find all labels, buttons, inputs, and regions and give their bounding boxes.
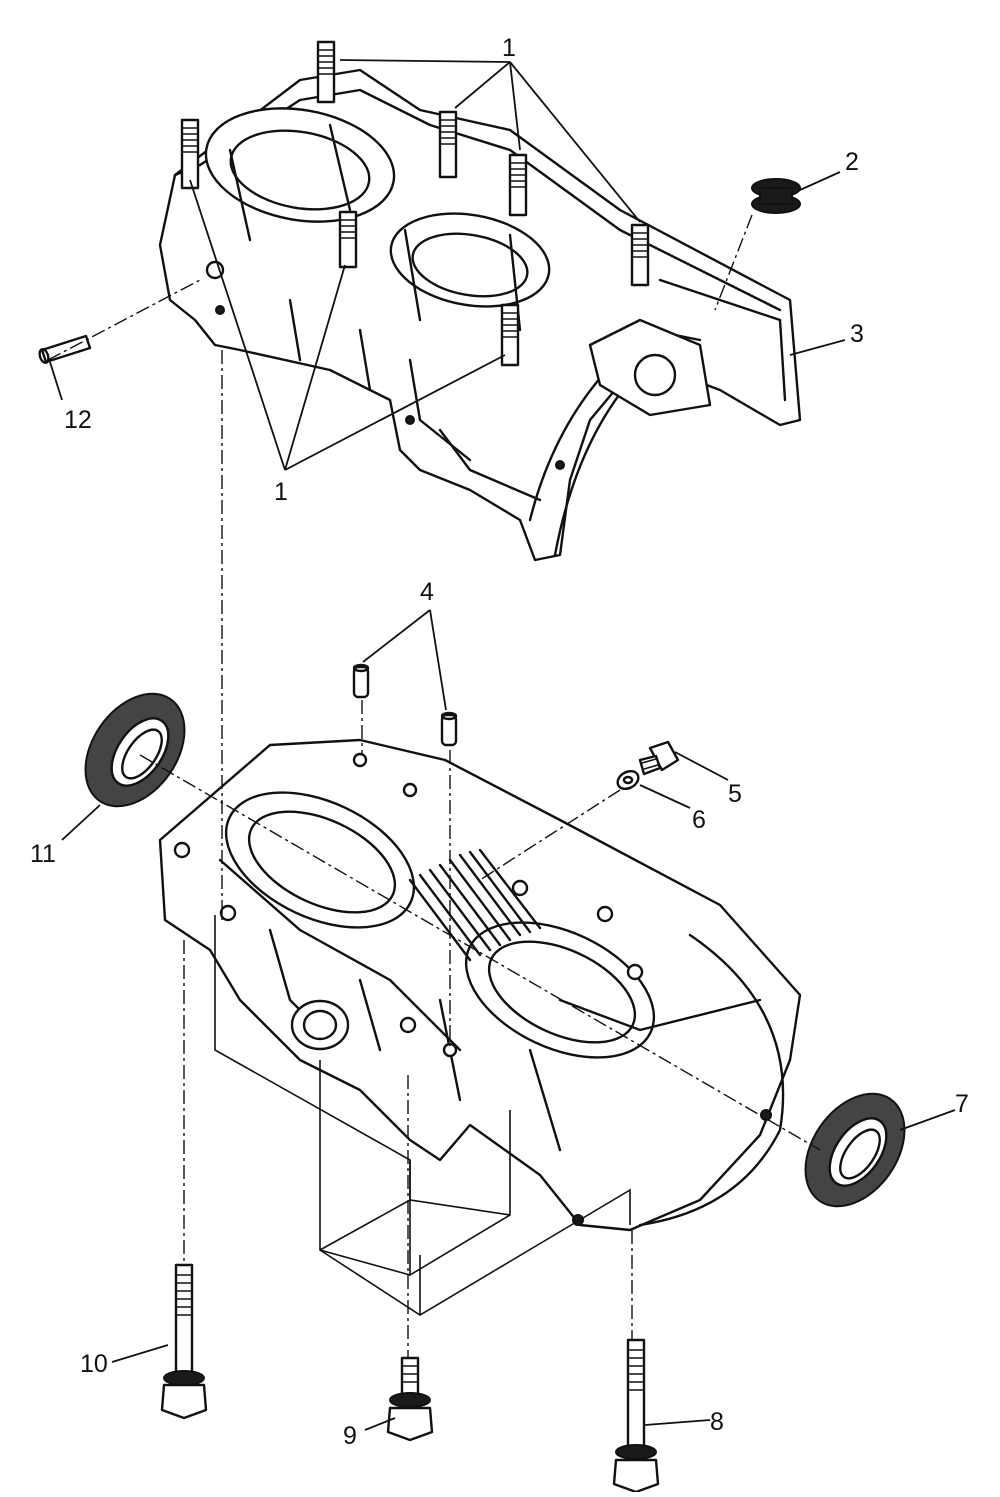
assembly-lines (47, 214, 821, 1358)
bolt-8 (612, 1338, 660, 1494)
leader-lines (49, 59, 956, 1431)
callout-6: 6 (692, 806, 706, 834)
dowel-pin-12 (38, 334, 92, 364)
oil-seal-7 (804, 1092, 906, 1208)
callout-3: 3 (850, 320, 864, 348)
callout-9: 9 (343, 1422, 357, 1450)
drain-plug-5 (638, 740, 680, 776)
callout-4: 4 (420, 578, 434, 606)
dowel-pins-4 (352, 663, 458, 747)
callout-10: 10 (80, 1350, 108, 1378)
callout-8: 8 (710, 1408, 724, 1436)
oil-seal-11 (84, 692, 186, 808)
callout-11: 11 (30, 840, 56, 868)
upper-crankcase (158, 68, 802, 562)
callout-1-top: 1 (502, 34, 516, 62)
washer-6 (616, 769, 640, 791)
bolt-9 (386, 1356, 434, 1442)
callout-1-bottom: 1 (274, 478, 288, 506)
callout-7: 7 (955, 1090, 969, 1118)
crankcase-studs (180, 40, 650, 367)
grommet (751, 178, 801, 214)
callout-2: 2 (845, 148, 859, 176)
callout-5: 5 (728, 780, 742, 808)
bolt-10 (160, 1263, 208, 1420)
callout-12: 12 (64, 406, 92, 434)
